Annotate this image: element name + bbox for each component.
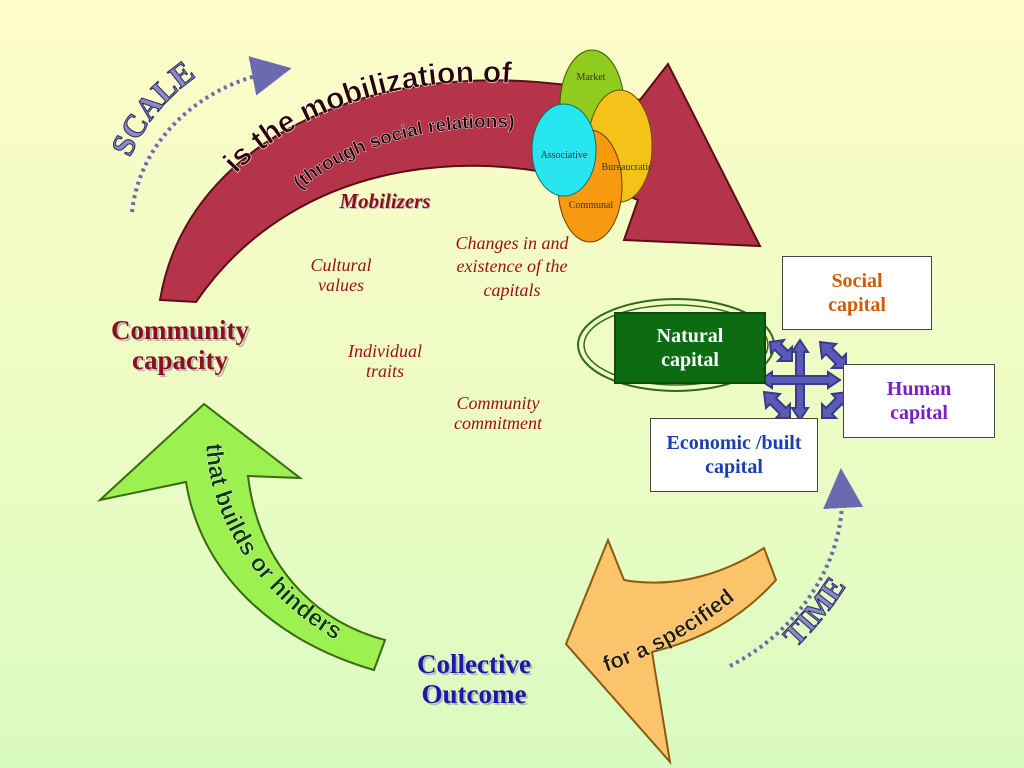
petal-associative-label: Associative (541, 150, 588, 161)
community-capacity-label: Community capacity (110, 315, 249, 375)
collective-outcome-label: Collective Outcome (417, 649, 531, 709)
community-commitment-label: Community commitment (454, 393, 542, 433)
economic-capital-label: Economic /built capital (666, 432, 802, 478)
petal-bureaucratic-label: Bureaucratic (601, 162, 653, 173)
petal-market-label: Market (577, 72, 606, 83)
cultural-values-label: Cultural values (310, 255, 372, 295)
scale-dotted-arrow (130, 56, 292, 213)
natural-inner-ring (583, 304, 769, 386)
capitals-connector-arrows (758, 338, 850, 422)
economic-capital-box: Economic /built capital (650, 418, 818, 492)
petal-communal-label: Communal (569, 200, 614, 211)
mobilizers-heading: Mobilizers (339, 189, 431, 213)
changes-capitals-label: Changes in and existence of the capitals (455, 233, 569, 300)
petal-associative (531, 103, 597, 197)
social-capital-box: Social capital (782, 256, 932, 330)
natural-capital-label: Natural capital (656, 325, 724, 371)
social-capital-label: Social capital (828, 270, 886, 316)
human-capital-box: Human capital (843, 364, 995, 438)
human-capital-label: Human capital (886, 378, 952, 424)
scale-text: SCALE (104, 53, 201, 161)
natural-capital-box: Natural capital (614, 312, 766, 384)
bottom-right-arrow (564, 537, 778, 766)
left-curved-arrow (96, 402, 387, 672)
individual-traits-label: Individual traits (348, 341, 422, 381)
flower-petals: Market Bureaucratic Communal Associative (531, 49, 653, 243)
time-dotted-arrow (729, 468, 864, 668)
time-text: TIME (777, 571, 852, 653)
